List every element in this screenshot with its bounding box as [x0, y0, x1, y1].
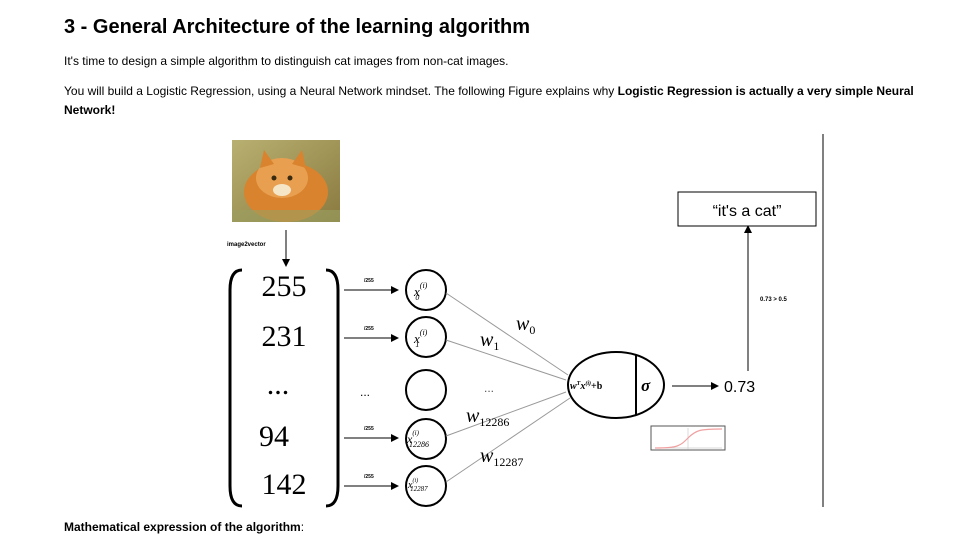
scale-label: /255 — [364, 474, 374, 480]
vector-right-bracket — [325, 268, 340, 508]
input-label-x12287: x(i)12287 — [407, 477, 428, 493]
section-title: 3 - General Architecture of the learning… — [64, 16, 531, 38]
neuron-linear-part: wTx(i)+b — [570, 380, 603, 392]
vector-value: 142 — [262, 468, 307, 501]
input-node — [405, 465, 447, 507]
input-node — [405, 269, 447, 311]
input-label-x0: x(i)0 — [413, 281, 428, 302]
vector-left-bracket — [228, 268, 243, 508]
input-node — [405, 369, 447, 411]
scale-label: /255 — [364, 426, 374, 432]
weight-line — [445, 397, 571, 483]
scale-label: /255 — [364, 278, 374, 284]
math-heading-bold: Mathematical expression of the algorithm — [64, 520, 301, 534]
weight-w0: w0 — [516, 313, 535, 337]
scale-ellipsis: ... — [360, 385, 370, 399]
cat-image — [232, 140, 340, 222]
sigmoid-symbol: σ — [641, 376, 651, 395]
prediction-box — [677, 191, 817, 227]
vector-value: 255 — [262, 270, 307, 303]
input-node — [405, 418, 447, 460]
weight-w1: w1 — [480, 329, 499, 353]
math-heading-colon: : — [300, 520, 305, 534]
weight-ellipsis: ... — [484, 381, 494, 395]
logistic-regression-figure: image2vector 255 231 ... 94 142 /255 /25… — [227, 134, 824, 508]
scale-label: /255 — [364, 326, 374, 332]
vector-value: ... — [267, 368, 290, 401]
image2vector-label: image2vector — [227, 242, 266, 248]
neuron — [567, 351, 665, 419]
weight-line — [445, 391, 567, 437]
explain-prefix: You will build a Logistic Regression, us… — [64, 84, 618, 98]
input-node — [405, 316, 447, 358]
threshold-label: 0.73 > 0.5 — [760, 297, 788, 303]
output-value: 0.73 — [724, 379, 755, 396]
sigmoid-plot — [650, 425, 726, 451]
weight-line — [445, 339, 567, 381]
explain-bold: Logistic Regression is actually a very s… — [64, 84, 914, 117]
explain-text: You will build a Logistic Regression, us… — [64, 82, 954, 120]
input-label-x1: x(i)1 — [413, 328, 428, 349]
math-heading: Mathematical expression of the algorithm… — [64, 520, 304, 534]
weight-w12287: w12287 — [480, 445, 523, 469]
input-label-x12286: x(i)12286 — [406, 429, 429, 449]
vector-value: 94 — [259, 420, 289, 453]
weight-line — [445, 292, 569, 376]
prediction-text: “it's a cat” — [713, 203, 782, 220]
vector-value: 231 — [262, 320, 307, 353]
weight-w12286: w12286 — [466, 405, 509, 429]
intro-text: It's time to design a simple algorithm t… — [64, 54, 509, 68]
